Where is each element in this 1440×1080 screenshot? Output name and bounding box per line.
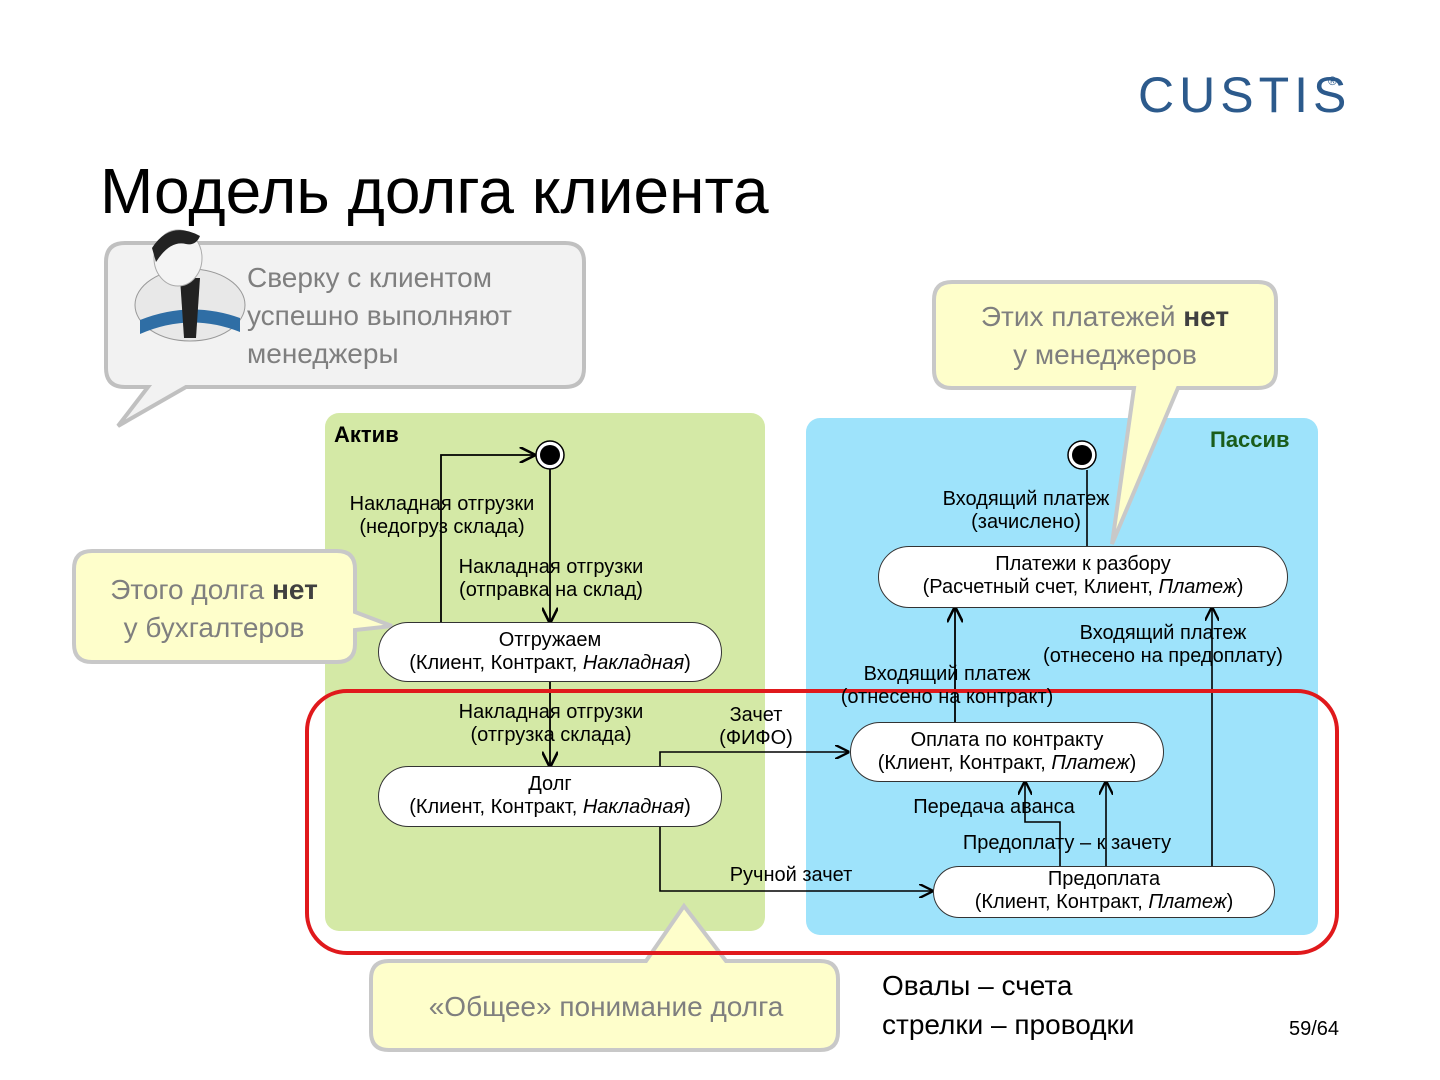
arrow-shipping-shortage-loop [440, 455, 534, 622]
state-attrs: (Клиент, Контракт, Накладная) [409, 796, 691, 818]
legend-line-ovals: Овалы – счета [882, 970, 1073, 1001]
manager-callout-line: успешно выполняют [247, 300, 512, 331]
aktiv-panel-label: Актив [334, 422, 399, 447]
transition-manual-offset: Ручной зачет [729, 864, 853, 886]
state-payments-to-parse: Платежи к разбору (Расчетный счет, Клиен… [878, 546, 1288, 608]
manager-callout-line: Сверку с клиентом [247, 262, 492, 293]
shared-debt-highlight-frame [305, 689, 1339, 955]
payments-callout-text-part: Этих платежей [980, 301, 1184, 332]
transition-invoice-shipment: Накладная отгрузки(отгрузка склада) [458, 701, 644, 746]
transition-incoming-contract: Входящий платеж(отнесено на контракт) [840, 663, 1054, 708]
payments-callout-text: Этих платежей нет у менеджеров [940, 298, 1270, 374]
initial-state-aktiv [535, 440, 565, 470]
manager-avatar-icon [134, 229, 246, 342]
state-name: Платежи к разбору [995, 553, 1171, 575]
legend: Овалы – счета стрелки – проводки [882, 966, 1134, 1044]
debt-callout-text-part: Этого долга [110, 574, 272, 605]
debt-callout-bold: нет [271, 574, 318, 605]
state-attrs: (Клиент, Контракт, Платеж) [877, 752, 1137, 774]
transition-incoming-prepay: Входящий платеж(отнесено на предоплату) [1043, 622, 1283, 667]
state-attrs: (Клиент, Контракт, Платеж) [974, 891, 1234, 913]
state-name: Оплата по контракту [910, 729, 1104, 751]
arrow-debt-offset-fifo [659, 752, 848, 766]
state-name: Предоплата [1047, 868, 1161, 890]
transition-offset-fifo: Зачет(ФИФО) [719, 704, 793, 749]
initial-state-passiv [1067, 440, 1097, 470]
transition-incoming-credited: Входящий платеж(зачислено) [942, 488, 1110, 533]
transition-prepay-to-offset: Предоплату – к зачету [962, 832, 1172, 854]
state-name: Отгружаем [498, 629, 602, 651]
state-attrs: (Расчетный счет, Клиент, Платеж) [922, 576, 1244, 598]
custis-logo: CUSTIS [1138, 67, 1352, 123]
state-contract-payment: Оплата по контракту (Клиент, Контракт, П… [850, 722, 1164, 782]
payments-callout-bubble [932, 280, 1278, 545]
debt-callout-bubble [72, 549, 393, 664]
transition-invoice-send: Накладная отгрузки(отправка на склад) [458, 556, 644, 601]
payments-callout-bold: нет [1183, 301, 1230, 332]
passiv-panel-label: Пассив [1210, 427, 1290, 452]
state-attrs: (Клиент, Контракт, Накладная) [409, 652, 691, 674]
slide-title: Модель долга клиента [100, 155, 769, 227]
arrow-advance-transfer [1025, 782, 1061, 866]
manager-callout-text: Сверку с клиентом успешно выполняют мене… [247, 259, 512, 373]
state-name: Долг [528, 773, 572, 795]
common-callout-text: «Общее» понимание долга [428, 991, 784, 1022]
state-prepayment: Предоплата (Клиент, Контракт, Платеж) [933, 866, 1275, 918]
logo-registered-mark: ® [1328, 74, 1337, 88]
common-callout-bubble [369, 902, 840, 1052]
legend-line-arrows: стрелки – проводки [882, 1009, 1135, 1040]
manager-callout-line: менеджеры [247, 338, 399, 369]
debt-callout-line2: у бухгалтеров [123, 612, 305, 643]
state-shipping: Отгружаем (Клиент, Контракт, Накладная) [378, 622, 722, 682]
debt-callout-text: Этого долга нет у бухгалтеров [78, 571, 350, 647]
state-debt: Долг (Клиент, Контракт, Накладная) [378, 766, 722, 827]
arrow-debt-manual-offset [659, 827, 932, 891]
transition-invoice-shortage: Накладная отгрузки(недогруз склада) [349, 493, 535, 538]
payments-callout-line2: у менеджеров [1013, 339, 1197, 370]
transition-advance-transfer: Передача аванса [913, 796, 1075, 818]
page-number: 59/64 [1289, 1018, 1340, 1040]
